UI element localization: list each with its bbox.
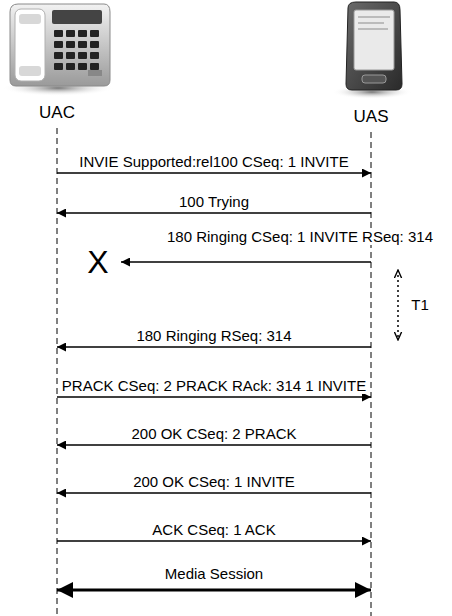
message-label: 200 OK CSeq: 1 INVITE	[131, 473, 297, 490]
loss-mark: X	[85, 244, 110, 281]
endpoint-label: UAC	[39, 103, 75, 123]
message-arrow	[57, 212, 371, 214]
timer-arrow	[397, 270, 399, 340]
message-label: PRACK CSeq: 2 PRACK RAck: 314 1 INVITE	[60, 377, 368, 394]
lost-message-arrow	[121, 261, 371, 263]
media-session-arrow	[57, 589, 371, 592]
message-arrow	[57, 540, 371, 542]
handheld-icon	[332, 2, 412, 99]
message-arrow	[57, 346, 371, 348]
lifeline	[57, 128, 58, 616]
message-arrow	[57, 396, 371, 398]
message-label: 180 Ringing RSeq: 314	[134, 327, 293, 344]
message-arrow	[57, 444, 371, 446]
endpoint-label: UAS	[354, 107, 389, 127]
message-label: INVIE Supported:rel100 CSeq: 1 INVITE	[77, 153, 350, 170]
message-arrow	[57, 172, 371, 174]
endpoint-name: UAC	[39, 103, 75, 123]
lost-message-label: 180 Ringing CSeq: 1 INVITE RSeq: 314	[165, 228, 435, 245]
desk-phone-icon	[2, 4, 114, 96]
message-label: 200 OK CSeq: 2 PRACK	[129, 425, 298, 442]
message-label: Media Session	[163, 565, 265, 582]
lifeline	[371, 132, 372, 616]
message-label: 100 Trying	[177, 193, 251, 210]
timer-label: T1	[409, 296, 431, 313]
message-arrow	[57, 492, 371, 494]
message-label: ACK CSeq: 1 ACK	[150, 521, 277, 538]
endpoint-name: UAS	[354, 107, 389, 127]
